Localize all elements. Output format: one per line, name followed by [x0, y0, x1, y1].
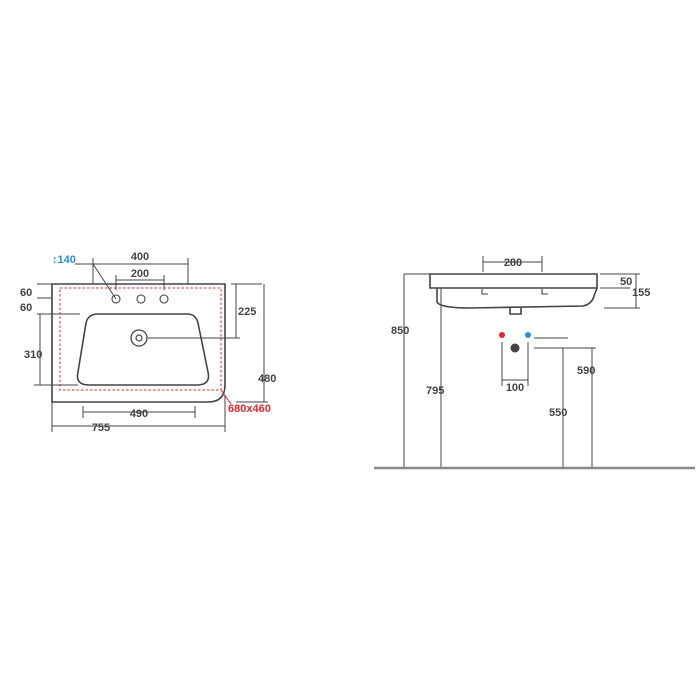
dim-795: 795: [426, 385, 444, 397]
hot-water-icon: [499, 332, 505, 338]
basin-rim: [429, 273, 598, 289]
drain-outer: [130, 329, 148, 347]
dim-140: ↕140: [52, 254, 76, 266]
tap-hole-left: [111, 294, 121, 304]
dim-480: 480: [258, 373, 276, 385]
plan-dimension-lines: [34, 258, 268, 432]
dim-155: 155: [632, 287, 650, 299]
cabinet-leader: [220, 389, 232, 405]
dim-490: 490: [130, 408, 148, 420]
dim-310: 310: [24, 349, 42, 361]
tap-mark-left: [481, 289, 488, 295]
dim-60-lower: 60: [20, 302, 32, 314]
side-dimension-lines: [403, 256, 640, 467]
dim-200: 200: [131, 268, 149, 280]
tap-hole-center: [136, 294, 146, 304]
drain-inner: [135, 334, 143, 342]
dim-cabinet-680x460: 680x460: [228, 403, 271, 415]
tap-mark-right: [541, 289, 548, 295]
dim-755: 755: [92, 422, 110, 434]
basin-body: [436, 287, 598, 309]
plan-view: [51, 283, 226, 403]
dim-280: 280: [504, 257, 522, 269]
cold-water-icon: [525, 332, 531, 338]
dim-850: 850: [391, 325, 409, 337]
basin-outline: [51, 283, 226, 403]
dim-590: 590: [577, 365, 595, 377]
bowl-outline: [76, 313, 210, 386]
side-view: [429, 273, 598, 315]
dim-60-top: 60: [20, 287, 32, 299]
dim-50: 50: [620, 276, 632, 288]
dim-400: 400: [131, 251, 149, 263]
dim-550: 550: [549, 407, 567, 419]
drain-spigot: [509, 308, 522, 315]
dim-225: 225: [238, 306, 256, 318]
dim-100: 100: [506, 382, 524, 394]
waste-outlet-icon: [510, 343, 520, 353]
tap-hole-right: [159, 294, 169, 304]
